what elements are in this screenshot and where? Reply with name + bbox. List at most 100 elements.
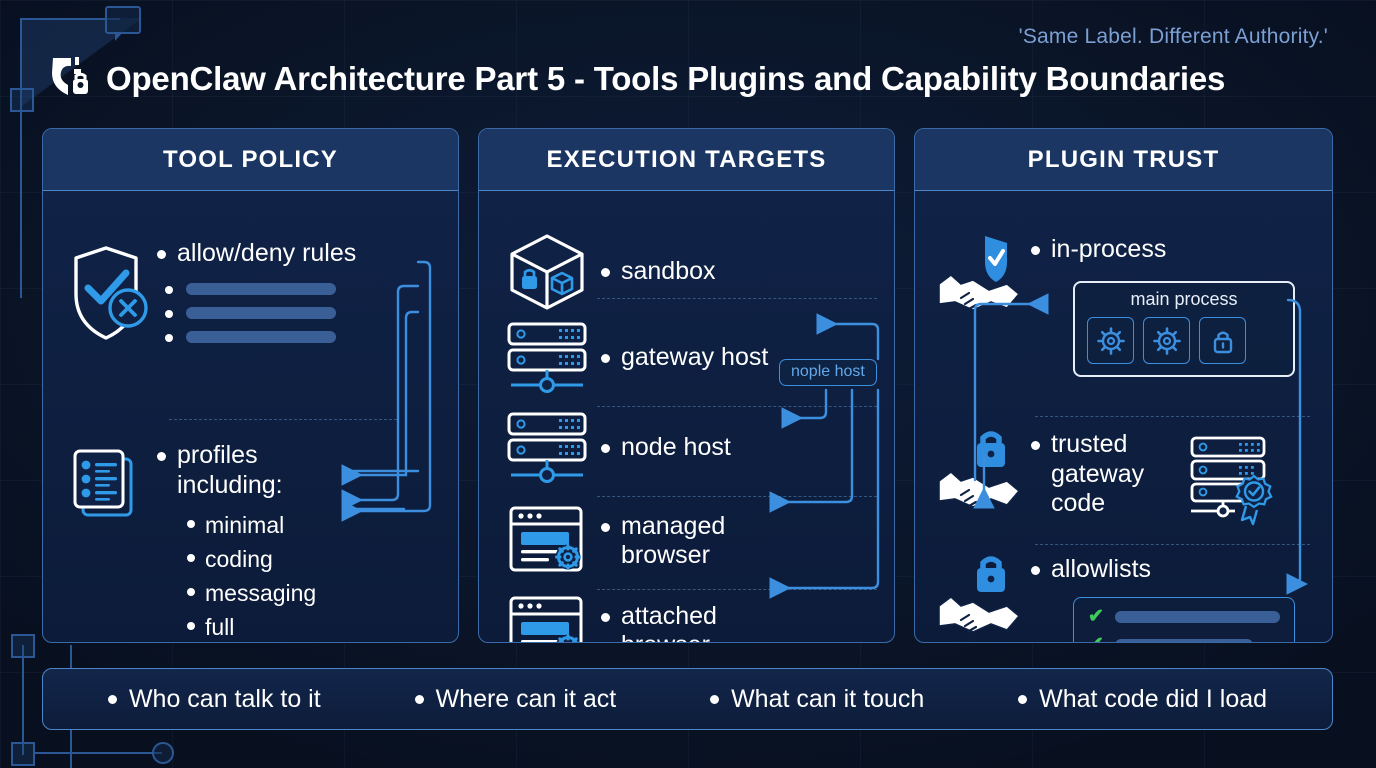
target-managed-browser-row: managed browser: [601, 512, 771, 571]
allow-deny-label: allow/deny rules: [177, 239, 357, 267]
server-rack-network-icon: [493, 409, 601, 487]
trust-row-trusted-gateway-code: trusted gateway code: [927, 428, 1327, 535]
server-rack-network-icon: [493, 319, 601, 397]
allowlist-bar: [1114, 638, 1253, 642]
panel-plugin-trust-body: in-process main process: [915, 191, 1332, 642]
bullet-dot: [601, 444, 610, 454]
wire-rule-3: [341, 310, 420, 486]
profile-item-coding: coding: [187, 546, 451, 573]
profile-item-full: full: [187, 614, 451, 641]
bullet-dot: [601, 522, 610, 532]
trust-label-trusted-gateway-code: trusted gateway code: [1051, 430, 1145, 517]
bullet-dot: [1031, 246, 1040, 255]
panel-execution-targets-header: EXECUTION TARGETS: [479, 129, 894, 191]
trust-trusted-gateway-row: trusted gateway code: [1031, 430, 1181, 519]
trust-row-in-process: in-process main process: [927, 231, 1327, 377]
wire-main-process-to-allowlist: [1286, 298, 1308, 595]
target-attached-browser-row: attached browser: [601, 601, 771, 643]
allow-deny-label-row: allow/deny rules: [157, 239, 441, 269]
sandbox-cube-lock-icon: [493, 231, 601, 313]
bullet-dot: [601, 268, 610, 278]
header: 'Same Label. Different Authority.' OpenC…: [0, 0, 1376, 110]
allowlist-box: ✔ ✔ ✔: [1073, 597, 1295, 642]
panel-execution-targets-title: EXECUTION TARGETS: [546, 145, 827, 173]
footer-item-who-can-talk: Who can talk to it: [107, 684, 321, 714]
profiles-label-row: profiles including:: [157, 441, 451, 500]
target-label-attached-browser: attached browser: [621, 601, 717, 643]
footer-item-what-code-loaded: What code did I load: [1018, 685, 1267, 714]
bullet-dot: [710, 694, 720, 704]
panel-plugin-trust: PLUGIN TRUST: [914, 128, 1333, 643]
profile-label: full: [205, 614, 235, 640]
allowlist-row: ✔: [1088, 635, 1280, 642]
main-process-icon-row: [1087, 317, 1281, 364]
bullet-dot: [1018, 694, 1028, 704]
bullet-dot: [414, 694, 424, 704]
trust-label-allowlists: allowlists: [1051, 555, 1152, 583]
bullet-dot: [1031, 441, 1040, 450]
bullet-dot: [165, 333, 173, 342]
wire-node-host: [781, 388, 828, 429]
section-divider: [597, 496, 877, 497]
target-row-node-host: node host: [493, 409, 883, 487]
bullet-dot: [1031, 566, 1040, 575]
check-icon: ✔: [1088, 635, 1104, 642]
gear-icon: [1087, 317, 1134, 364]
trust-label-in-process: in-process: [1051, 235, 1167, 263]
bullet-dot: [165, 285, 173, 294]
bullet-dot: [157, 250, 166, 259]
server-rack-certificate-badge-icon: [1187, 432, 1279, 535]
profile-label: coding: [205, 546, 273, 572]
tagline: 'Same Label. Different Authority.': [1018, 25, 1328, 48]
wire-attached-browser: [769, 388, 880, 599]
target-node-host-row: node host: [601, 433, 731, 463]
allowlist-bar: [1114, 610, 1280, 623]
wire-gateway-host: [816, 313, 880, 361]
bullet-dot: [187, 622, 195, 630]
target-sandbox-row: sandbox: [601, 257, 716, 287]
bullet-dot: [187, 554, 195, 562]
bullet-dot: [107, 694, 117, 704]
main-process-title: main process: [1130, 289, 1238, 309]
panel-tool-policy-title: TOOL POLICY: [162, 145, 338, 173]
allowlist-row: ✔: [1088, 607, 1280, 626]
trust-row-allowlists: allowlists ✔ ✔ ✔: [927, 553, 1327, 642]
section-divider: [1035, 416, 1310, 417]
gear-icon: [1143, 317, 1190, 364]
bullet-dot: [601, 354, 610, 364]
panel-execution-targets: EXECUTION TARGETS sandbox: [478, 128, 895, 643]
target-row-attached-browser: attached browser: [493, 591, 883, 643]
bullet-dot: [187, 520, 195, 528]
main-process-box: main process: [1073, 281, 1295, 377]
section-divider: [1035, 544, 1310, 545]
wire-rule-1: [341, 260, 432, 522]
rule-bar-item: [165, 330, 441, 343]
footer-bar: Who can talk to it Where can it act What…: [42, 668, 1333, 730]
handshake-shield-check-icon: [927, 231, 1031, 331]
browser-window-gear-icon: [493, 501, 601, 581]
bullet-dot: [165, 309, 173, 318]
panel-plugin-trust-title: PLUGIN TRUST: [1027, 145, 1220, 173]
browser-window-gear-icon: [493, 591, 601, 642]
rule-bar: [186, 306, 336, 319]
lock-icon: [1199, 317, 1246, 364]
footer-label: Where can it act: [435, 684, 617, 713]
footer-label: Who can talk to it: [128, 684, 321, 713]
profile-label: messaging: [205, 580, 317, 606]
panel-execution-targets-body: sandbox: [479, 191, 894, 642]
bullet-dot: [157, 452, 166, 461]
wire-into-main-process: [973, 293, 1049, 482]
target-label-gateway-host: gateway host: [621, 343, 769, 372]
panel-tool-policy-header: TOOL POLICY: [43, 129, 458, 191]
target-label-managed-browser: managed browser: [621, 511, 726, 570]
group-allow-deny: allow/deny rules: [61, 239, 441, 349]
target-row-gateway-host: gateway host: [493, 319, 883, 397]
rule-bar-item: [165, 282, 441, 295]
footer-item-what-can-touch: What can it touch: [710, 685, 924, 714]
nople-host-tag: nople host: [779, 359, 877, 386]
rule-bar-item: [165, 306, 441, 319]
shield-check-deny-icon: [61, 239, 157, 349]
wire-rule-2: [341, 284, 420, 511]
panel-tool-policy-body: allow/deny rules: [43, 191, 458, 642]
